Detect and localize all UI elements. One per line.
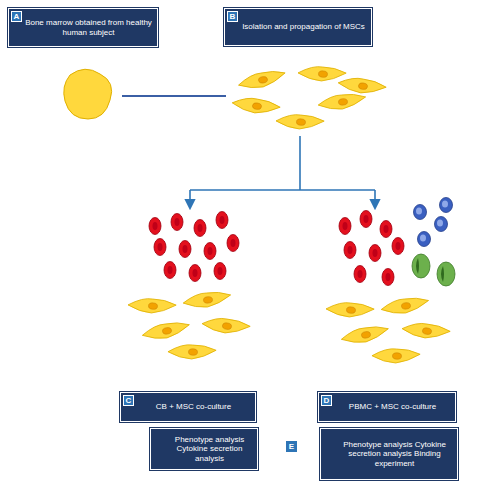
process-box: CB + MSC co-culture C bbox=[120, 392, 256, 422]
monocytes bbox=[412, 254, 455, 286]
msc-layers bbox=[127, 291, 450, 364]
tissue-sample bbox=[64, 69, 112, 119]
panel-label: B bbox=[228, 12, 237, 22]
panel-letter: A bbox=[11, 11, 22, 22]
process-box: PBMC + MSC co-culture D bbox=[318, 392, 456, 422]
process-box: Isolation and propagation of MSCs B bbox=[224, 8, 372, 46]
box-text: Phenotype analysis Cytokine secretion an… bbox=[337, 440, 452, 469]
panel-label: C bbox=[124, 396, 133, 406]
msc-cells bbox=[231, 65, 387, 131]
box-text: CB + MSC co-culture bbox=[137, 402, 250, 412]
red-cells bbox=[149, 211, 404, 286]
box-text: Bone marrow obtained from healthy human … bbox=[25, 18, 152, 37]
process-box: Phenotype analysis Cytokine secretion an… bbox=[320, 428, 458, 480]
panel-letter: B bbox=[227, 11, 238, 22]
panel-letter: C bbox=[123, 395, 134, 406]
panel-label: D bbox=[322, 396, 331, 406]
lymphocytes bbox=[414, 198, 453, 247]
box-text: PBMC + MSC co-culture bbox=[335, 402, 450, 412]
branch-arrows bbox=[190, 136, 375, 208]
panel-letter: E bbox=[285, 440, 298, 453]
process-box: Phenotype analysis Cytokine secretion an… bbox=[150, 428, 258, 470]
box-text: Isolation and propagation of MSCs bbox=[241, 22, 366, 32]
panel-letter: D bbox=[321, 395, 332, 406]
panel-label: A bbox=[12, 12, 21, 22]
box-text: Phenotype analysis Cytokine secretion an… bbox=[167, 435, 252, 464]
process-box: Bone marrow obtained from healthy human … bbox=[8, 8, 158, 47]
connector-line bbox=[122, 95, 226, 97]
panel-label: E bbox=[286, 442, 297, 452]
